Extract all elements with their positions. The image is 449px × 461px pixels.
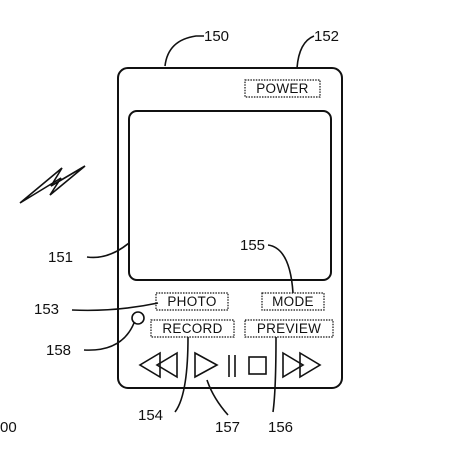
- ref-label-150: 150: [204, 28, 229, 45]
- ref-label-154: 154: [138, 407, 163, 424]
- mode-button-label: MODE: [272, 294, 314, 309]
- device-body: [117, 67, 343, 389]
- leader-150: [164, 35, 204, 67]
- leader-151: [86, 242, 130, 259]
- mode-button[interactable]: MODE: [261, 292, 325, 311]
- record-button-label: RECORD: [162, 321, 222, 336]
- power-button[interactable]: POWER: [244, 79, 321, 98]
- ref-label-158: 158: [46, 342, 71, 359]
- power-button-label: POWER: [256, 81, 309, 96]
- leader-152: [296, 35, 315, 69]
- leader-157: [206, 379, 229, 416]
- fast-forward-icon[interactable]: [282, 351, 322, 379]
- photo-button-label: PHOTO: [167, 294, 216, 309]
- ref-label-155: 155: [240, 237, 265, 254]
- ref-label-153: 153: [34, 301, 59, 318]
- transport-controls: [138, 351, 322, 379]
- ref-label-system: 00: [0, 419, 17, 436]
- preview-button-label: PREVIEW: [257, 321, 321, 336]
- lightning-bolt-icon: [19, 165, 86, 204]
- display-screen: [128, 110, 332, 281]
- stop-icon[interactable]: [248, 356, 267, 375]
- preview-button[interactable]: PREVIEW: [244, 319, 334, 338]
- leader-156: [272, 336, 277, 413]
- ref-label-157: 157: [215, 419, 240, 436]
- led-indicator-icon: [131, 311, 145, 325]
- leader-154: [174, 336, 189, 413]
- pause-icon[interactable]: [228, 355, 236, 377]
- ref-label-156: 156: [268, 419, 293, 436]
- leader-153: [71, 302, 159, 312]
- photo-button[interactable]: PHOTO: [155, 292, 229, 311]
- play-icon[interactable]: [194, 351, 219, 379]
- record-button[interactable]: RECORD: [150, 319, 235, 338]
- ref-label-151: 151: [48, 249, 73, 266]
- leader-155: [267, 244, 294, 294]
- ref-label-152: 152: [314, 28, 339, 45]
- leader-158: [83, 322, 135, 351]
- rewind-icon[interactable]: [138, 351, 178, 379]
